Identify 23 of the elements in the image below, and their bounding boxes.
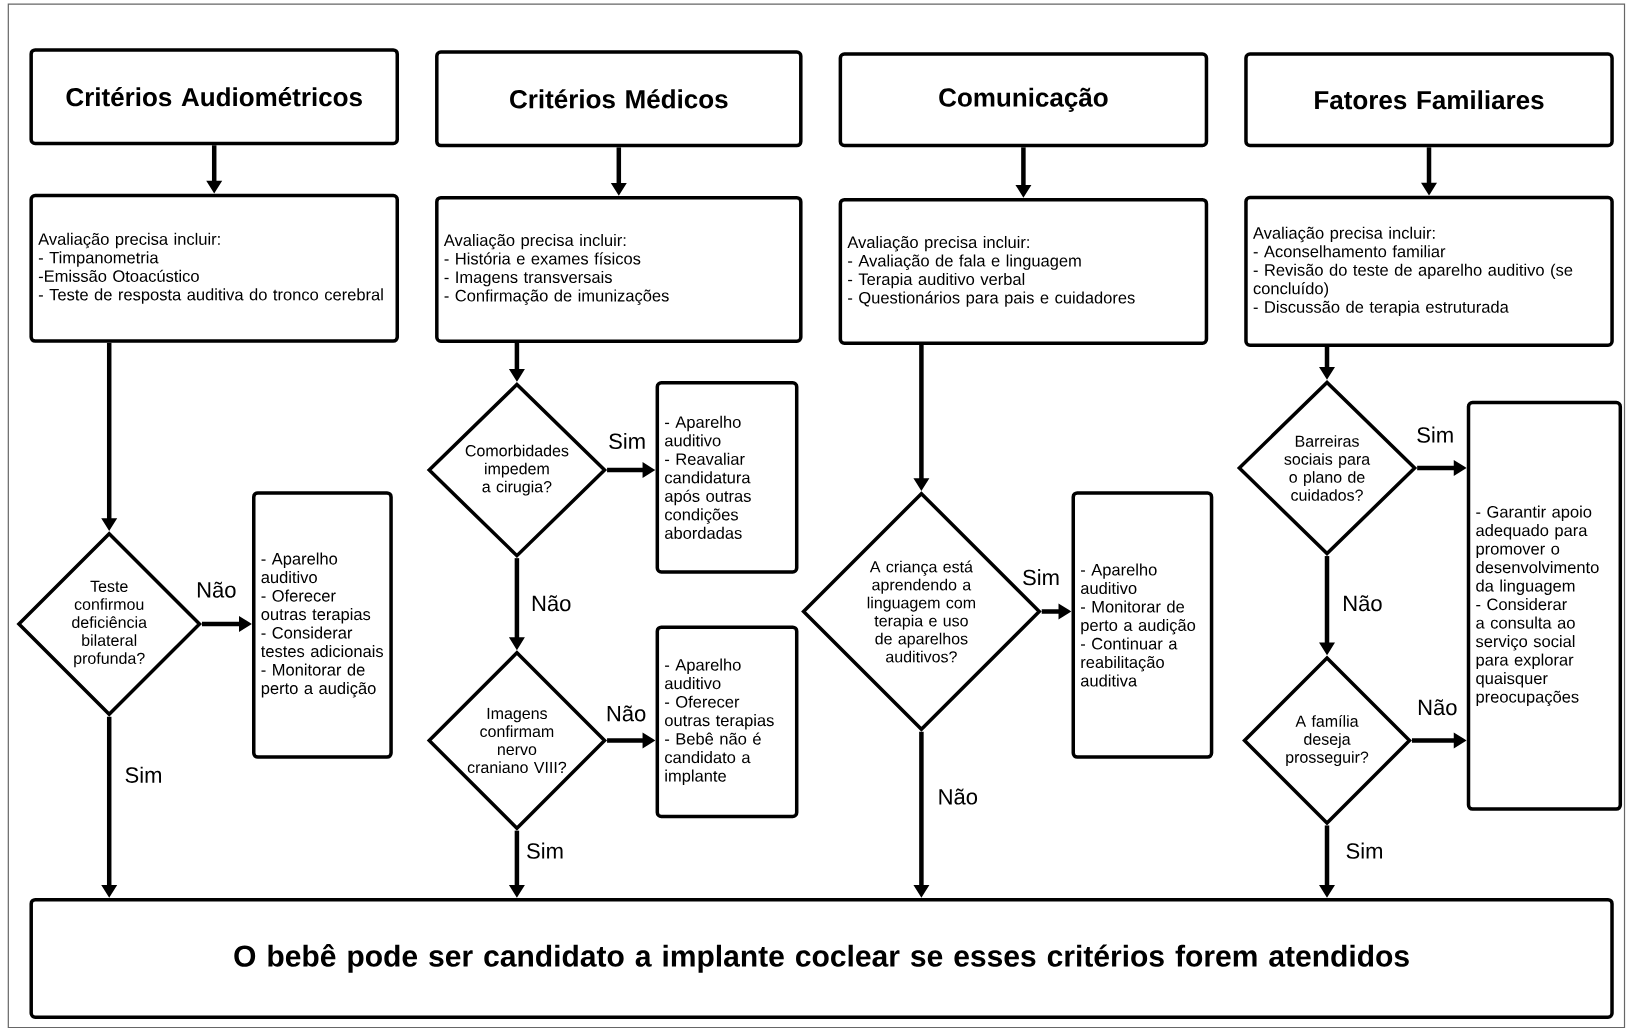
outcome-box: - Aparelho auditivo - Oferecer outras terapias - Considerar testes adicionais - Monitorar de perto a audição <box>252 491 393 759</box>
outcome-box: - Aparelho auditivo - Oferecer outras terapias - Bebê não é candidato a implante <box>655 625 799 819</box>
process-box: Avaliação precisa incluir: - Timpanometria -Emissão Otoacústico - Teste de resposta auditiva do tronco cerebral <box>29 193 399 343</box>
process-box: Avaliação precisa incluir: - Avaliação de fala e linguagem - Terapia auditivo verbal - Questionários para pais e cuidadores <box>838 197 1209 345</box>
edge-label: Não <box>530 594 573 613</box>
edge-label: Sim <box>525 841 565 860</box>
edge-label: Sim <box>1344 841 1385 860</box>
result-box: O bebê pode ser candidato a implante coclear se esses critérios forem atendidos <box>29 897 1614 1019</box>
edge-label: Sim <box>123 765 164 784</box>
edge-label: Não <box>936 787 979 806</box>
process-box: Avaliação precisa incluir: - Aconselhamento familiar - Revisão do teste de aparelho auditivo (se concluído) - Discussão de terapia estruturada <box>1244 195 1614 347</box>
outcome-box: - Aparelho auditivo - Monitorar de perto a audição - Continuar a reabilitação auditiva <box>1071 491 1214 759</box>
header-box: Critérios Médicos <box>435 50 803 148</box>
header-box: Critérios Audiométricos <box>29 48 399 146</box>
edge-label: Não <box>1416 698 1459 717</box>
header-box: Fatores Familiares <box>1244 52 1614 148</box>
outcome-box: - Aparelho auditivo - Reavaliar candidatura após outras condições abordadas <box>655 381 799 574</box>
process-box: Avaliação precisa incluir: - História e exames físicos - Imagens transversais - Confirmação de imunizações <box>435 195 803 343</box>
edge-label: Sim <box>1415 425 1456 444</box>
header-box: Comunicação <box>838 52 1209 148</box>
outcome-box: - Garantir apoio adequado para promover o desenvolvimento da linguagem - Considerar a consulta ao serviço social para explorar quaisquer preocupações <box>1466 400 1623 811</box>
edge-label: Sim <box>607 431 648 451</box>
edge-label: Não <box>1341 594 1384 613</box>
